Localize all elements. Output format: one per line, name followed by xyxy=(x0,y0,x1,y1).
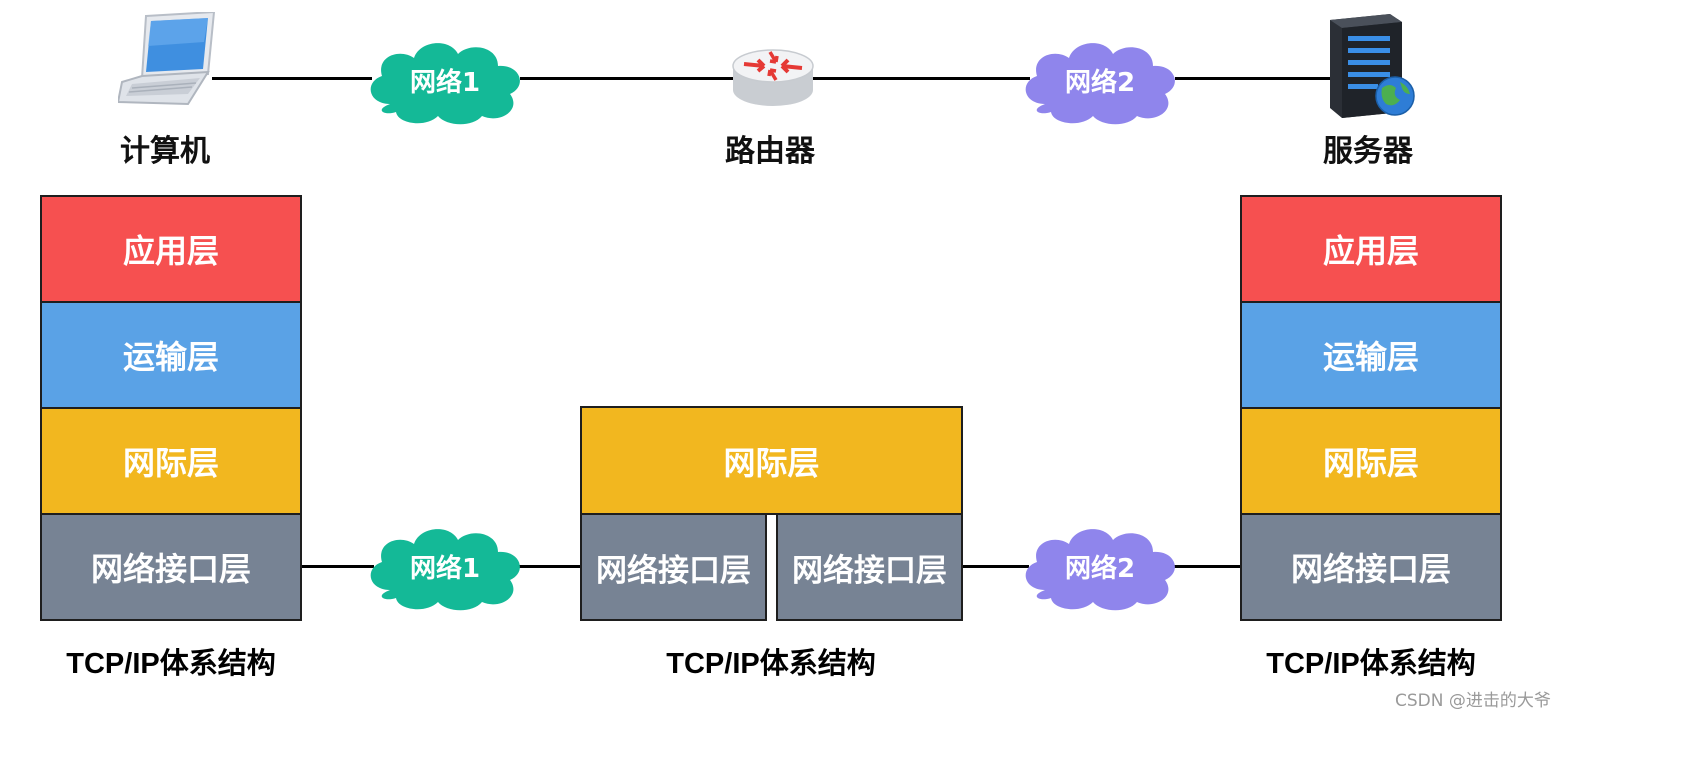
cloud-icon xyxy=(370,43,520,125)
left-internet-layer: 网际层 xyxy=(40,407,302,515)
cloud-network2-top-label: 网络2 xyxy=(1064,67,1136,98)
link-left-stack-network1 xyxy=(302,565,374,568)
computer-label: 计算机 xyxy=(120,134,210,169)
middle-internet-layer: 网际层 xyxy=(580,406,963,515)
cloud-icon xyxy=(370,529,520,611)
watermark-text: CSDN @进击的大爷 xyxy=(1395,691,1551,711)
server-icon xyxy=(1320,8,1420,120)
router-label: 路由器 xyxy=(725,134,815,169)
router-icon xyxy=(730,44,816,112)
server-label: 服务器 xyxy=(1323,134,1413,169)
cloud-network1-top-label: 网络1 xyxy=(409,67,481,98)
link-network2-right-stack xyxy=(1172,565,1240,568)
left-application-layer: 应用层 xyxy=(40,195,302,303)
cloud-network2-bottom: 网络2 xyxy=(1015,520,1185,612)
middle-network-interface-layer-right: 网络接口层 xyxy=(776,513,963,621)
right-network-interface-layer: 网络接口层 xyxy=(1240,513,1502,621)
link-network1-router xyxy=(520,77,740,80)
middle-stack-caption: TCP/IP体系结构 xyxy=(666,648,876,680)
cloud-icon xyxy=(1025,43,1175,125)
cloud-network1-top: 网络1 xyxy=(360,34,530,126)
left-stack-caption: TCP/IP体系结构 xyxy=(66,648,276,680)
link-network1-middle-stack xyxy=(518,565,580,568)
laptop-icon xyxy=(116,10,218,107)
right-internet-layer: 网际层 xyxy=(1240,407,1502,515)
cloud-icon xyxy=(1025,529,1175,611)
link-middle-stack-network2 xyxy=(963,565,1029,568)
link-router-network2 xyxy=(810,77,1030,80)
middle-network-interface-layer-left: 网络接口层 xyxy=(580,513,767,621)
right-stack-caption: TCP/IP体系结构 xyxy=(1266,648,1476,680)
left-transport-layer: 运输层 xyxy=(40,301,302,409)
cloud-network2-bottom-label: 网络2 xyxy=(1064,553,1136,584)
cloud-network1-bottom: 网络1 xyxy=(360,520,530,612)
right-application-layer: 应用层 xyxy=(1240,195,1502,303)
link-computer-network1 xyxy=(212,77,372,80)
right-transport-layer: 运输层 xyxy=(1240,301,1502,409)
link-network2-server xyxy=(1175,77,1335,80)
cloud-network2-top: 网络2 xyxy=(1015,34,1185,126)
left-network-interface-layer: 网络接口层 xyxy=(40,513,302,621)
cloud-network1-bottom-label: 网络1 xyxy=(409,553,481,584)
